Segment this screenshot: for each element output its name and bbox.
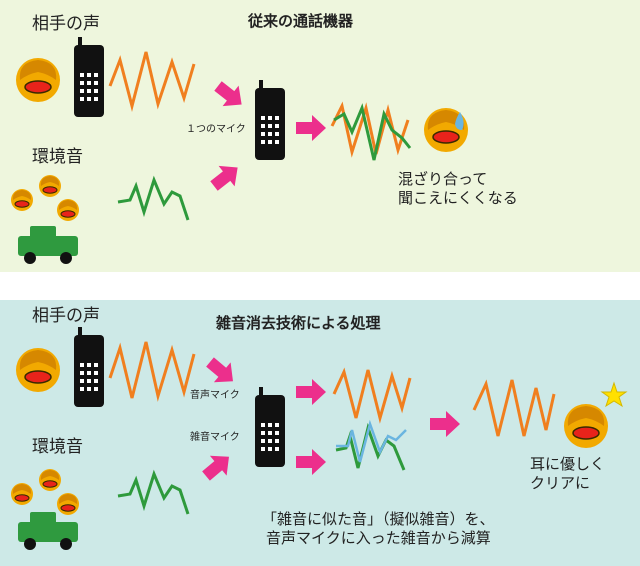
top-voice-wave	[108, 51, 196, 112]
bottom-voice-channel-wave	[332, 367, 412, 424]
bottom-voice-wave	[108, 341, 196, 402]
top-mixed-wave	[330, 101, 412, 161]
top-noise-wave	[117, 175, 190, 221]
bottom-result-line-1: 耳に優しく	[530, 455, 606, 473]
bottom-noise-mic-label: 雑音マイク	[190, 432, 240, 443]
bottom-voice-face	[15, 347, 61, 393]
top-car-icon	[18, 226, 78, 264]
conventional-device-panel	[0, 0, 640, 272]
bottom-arrow-to-voice	[296, 379, 326, 405]
top-listener-face	[423, 107, 469, 153]
top-noise-label: 環境音	[32, 147, 83, 167]
top-voice-face	[15, 57, 61, 103]
bottom-noise-label: 環境音	[32, 437, 83, 457]
top-voice-label: 相手の声	[32, 14, 100, 34]
bottom-arrow-result	[430, 411, 460, 437]
bottom-arrow-to-noise	[296, 449, 326, 475]
top-arrow-output	[296, 115, 326, 141]
bottom-noise-wave	[117, 469, 190, 515]
bottom-voice-label: 相手の声	[32, 306, 100, 326]
top-arrow-noise	[205, 157, 246, 197]
bottom-car-icon	[18, 512, 78, 550]
bottom-arrow-noise	[197, 446, 238, 486]
bottom-noise-faces	[10, 468, 80, 516]
bottom-panel-title: 雑音消去技術による処理	[216, 314, 381, 332]
bottom-clean-wave	[472, 379, 556, 437]
bottom-noise-channel-waves	[335, 419, 407, 471]
noise-cancel-panel	[0, 300, 640, 566]
top-result-line-1: 混ざり合って	[398, 170, 488, 188]
top-mic-phone-icon	[255, 80, 285, 160]
top-speaker-phone-icon	[74, 37, 104, 117]
bottom-speaker-phone-icon	[74, 327, 104, 407]
bottom-mic-phone-icon	[255, 387, 285, 467]
bottom-voice-mic-label: 音声マイク	[190, 390, 240, 401]
bottom-listener-face	[563, 403, 609, 449]
top-result-line-2: 聞こえにくくなる	[398, 189, 518, 207]
bottom-arrow-voice	[201, 352, 242, 392]
bottom-result-line-2: クリアに	[530, 474, 591, 492]
bottom-note-line-1: 「雑音に似た音」（擬似雑音）を、	[262, 510, 495, 528]
top-panel-title: 従来の通話機器	[248, 12, 354, 30]
top-mic-label: １つのマイク	[186, 124, 246, 135]
top-arrow-voice	[209, 75, 250, 115]
top-noise-faces	[10, 174, 80, 222]
star-icon	[600, 381, 628, 408]
bottom-note-line-2: 音声マイクに入った雑音から減算	[266, 529, 491, 547]
